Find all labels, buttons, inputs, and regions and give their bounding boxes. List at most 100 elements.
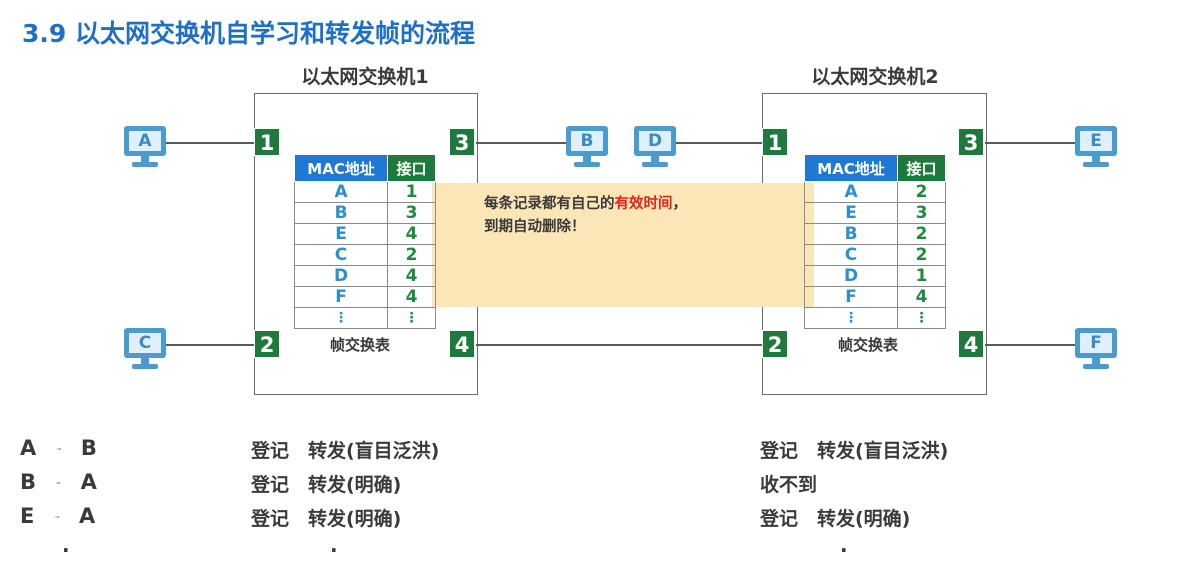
sw2-row-port: 1 xyxy=(897,265,946,287)
sw2-table-caption: 帧交换表 xyxy=(838,336,899,354)
sw1-port-1: 1 xyxy=(254,128,280,156)
sw2-op-row-2: 收不到 xyxy=(760,474,818,496)
sw1-row-port: 4 xyxy=(387,265,436,287)
sw2-row-mac: F xyxy=(803,286,899,308)
right-arrow-icon xyxy=(54,516,59,518)
validity-highlight-band xyxy=(432,183,814,307)
link-sw1p3-b xyxy=(476,142,568,144)
sw1-row-port: 4 xyxy=(387,223,436,245)
frame-dst: B xyxy=(80,436,97,460)
sw1-port-3: 3 xyxy=(449,128,475,156)
switch2-label: 以太网交换机2 xyxy=(811,66,939,88)
frame-src: E xyxy=(20,504,35,528)
sw2-op-row-1: 登记 转发(盲目泛洪) xyxy=(760,440,949,462)
host-f-label: F xyxy=(1080,333,1112,353)
sw2-port-3: 3 xyxy=(958,128,984,156)
sw2-row-port: 3 xyxy=(897,202,946,224)
host-a-computer-icon: A xyxy=(124,126,166,170)
sw2-port-1: 1 xyxy=(762,128,788,156)
sw1-port-4: 4 xyxy=(449,330,475,358)
sw1-row-mac: B xyxy=(293,202,389,224)
frame-dst: A xyxy=(80,470,97,494)
sw1-row-port: 3 xyxy=(387,202,436,224)
sw2-row-port: 4 xyxy=(897,286,946,308)
sw2-ellipsis-mac: ⋮ xyxy=(803,307,899,329)
note-highlight: 有效时间 xyxy=(614,196,673,212)
sw2-row-mac: E xyxy=(803,202,899,224)
sw2-op-row-3: 登记 转发(明确) xyxy=(760,508,911,530)
page-title: 3.9 以太网交换机自学习和转发帧的流程 xyxy=(22,19,475,48)
sw2-table-header-mac: MAC地址 xyxy=(803,154,899,182)
sw1-table-header-port: 接口 xyxy=(387,154,436,182)
continuation-dot-frames: · xyxy=(62,538,70,562)
sw1-row-port: 1 xyxy=(387,181,436,203)
host-e-label: E xyxy=(1080,131,1112,151)
sw2-port-2: 2 xyxy=(762,330,788,358)
sw1-row-mac: C xyxy=(293,244,389,266)
frame-src: A xyxy=(20,436,37,460)
frame-dst: A xyxy=(78,504,96,528)
host-b-label: B xyxy=(571,131,603,151)
note-line1-post: ， xyxy=(672,196,688,212)
table-row-ellipsis: ⋮⋮ xyxy=(293,307,436,329)
link-sw2p3-e xyxy=(985,142,1077,144)
frame-row-2-label: B A xyxy=(20,470,97,494)
sw1-op-row-2: 登记 转发(明确) xyxy=(251,474,402,496)
sw1-row-mac: E xyxy=(293,223,389,245)
host-e-computer-icon: E xyxy=(1075,126,1117,170)
sw2-row-mac: D xyxy=(803,265,899,287)
sw2-ellipsis-port: ⋮ xyxy=(897,307,946,329)
sw2-row-port: 2 xyxy=(897,223,946,245)
validity-note-line2: 到期自动删除！ xyxy=(484,219,586,235)
link-a-sw1p1 xyxy=(164,142,256,144)
note-line1-pre: 每条记录都有自己的 xyxy=(484,196,615,212)
host-d-label: D xyxy=(639,131,671,151)
sw1-row-mac: A xyxy=(293,181,389,203)
sw1-op-row-1: 登记 转发(盲目泛洪) xyxy=(251,440,440,462)
link-sw2p4-f xyxy=(985,344,1077,346)
sw1-row-mac: F xyxy=(293,286,389,308)
frame-row-3-label: E A xyxy=(20,504,95,528)
link-c-sw1p2 xyxy=(164,344,256,346)
sw2-port-4: 4 xyxy=(958,330,984,358)
sw1-row-port: 4 xyxy=(387,286,436,308)
host-f-computer-icon: F xyxy=(1075,328,1117,372)
sw1-port-2: 2 xyxy=(254,330,280,358)
sw1-table-caption: 帧交换表 xyxy=(330,336,391,354)
validity-note: 每条记录都有自己的有效时间， 到期自动删除！ xyxy=(484,193,687,239)
sw1-table-header-mac: MAC地址 xyxy=(293,154,389,182)
sw1-ellipsis-mac: ⋮ xyxy=(293,307,389,329)
host-a-label: A xyxy=(129,131,161,151)
validity-note-line1: 每条记录都有自己的有效时间， xyxy=(484,193,687,216)
host-b-computer-icon: B xyxy=(566,126,608,170)
switch1-label: 以太网交换机1 xyxy=(301,66,429,88)
frame-row-1-label: A B xyxy=(20,436,97,460)
right-arrow-icon xyxy=(56,482,61,484)
right-arrow-icon xyxy=(56,448,61,450)
link-d-sw2p1 xyxy=(676,142,764,144)
link-sw1p4-sw2p2 xyxy=(476,344,764,346)
host-d-computer-icon: D xyxy=(634,126,676,170)
sw1-row-mac: D xyxy=(293,265,389,287)
sw2-table-header-port: 接口 xyxy=(897,154,946,182)
sw2-row-port: 2 xyxy=(897,181,946,203)
host-c-computer-icon: C xyxy=(124,328,166,372)
sw1-op-row-3: 登记 转发(明确) xyxy=(251,508,402,530)
host-c-label: C xyxy=(129,333,161,353)
sw2-row-mac: A xyxy=(803,181,899,203)
sw2-row-port: 2 xyxy=(897,244,946,266)
